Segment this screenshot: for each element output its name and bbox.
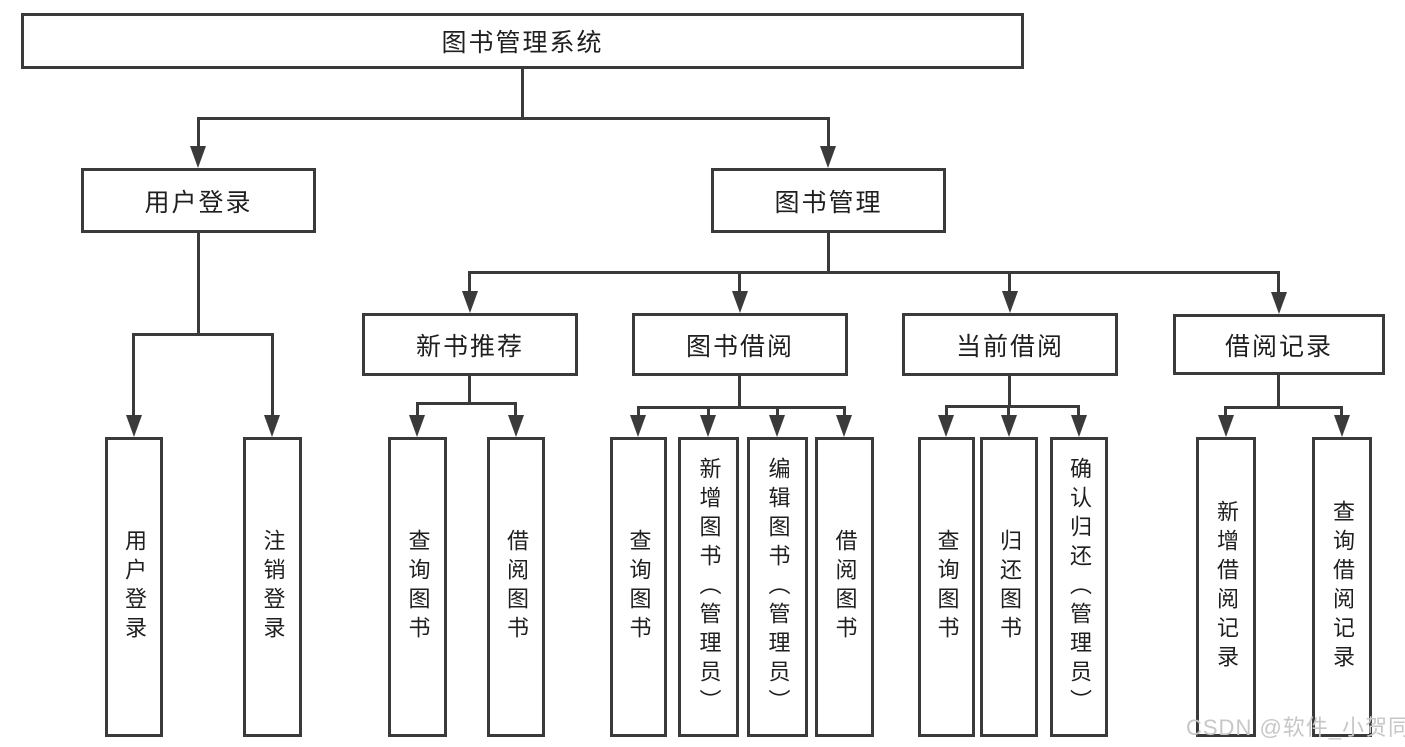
- connector-vline: [514, 402, 517, 417]
- arrowhead-down-icon: [1002, 291, 1018, 313]
- connector-vline: [843, 406, 846, 417]
- connector-vline: [1008, 376, 1011, 407]
- watermark: CSDN @软件_小贺同学: [1186, 715, 1405, 740]
- arrowhead-down-icon: [126, 415, 142, 437]
- leaf-recommend-borrow-books: 借阅图书: [487, 437, 545, 737]
- arrowhead-down-icon: [462, 291, 478, 313]
- connector-hline: [197, 117, 830, 120]
- node-book-borrowing: 图书借阅: [632, 313, 848, 376]
- connector-vline: [827, 233, 830, 273]
- leaf-recommend-query-books: 查询图书: [388, 437, 447, 737]
- arrowhead-down-icon: [1218, 415, 1234, 437]
- arrowhead-down-icon: [1001, 415, 1017, 437]
- leaf-user-login: 用户登录: [105, 437, 163, 737]
- connector-vline: [468, 376, 471, 404]
- arrowhead-down-icon: [820, 146, 836, 168]
- arrowhead-down-icon: [630, 415, 646, 437]
- leaf-current-query-books: 查询图书: [918, 437, 975, 737]
- leaf-current-return-books: 归还图书: [980, 437, 1038, 737]
- leaf-records-add-record: 新增借阅记录: [1196, 437, 1256, 737]
- connector-vline: [416, 402, 419, 417]
- arrowhead-down-icon: [264, 415, 280, 437]
- connector-vline: [1077, 405, 1080, 417]
- connector-vline: [1277, 375, 1280, 408]
- node-book-management: 图书管理: [711, 168, 946, 233]
- connector-hline: [132, 333, 274, 336]
- connector-vline: [271, 333, 274, 415]
- leaf-records-query-record: 查询借阅记录: [1312, 437, 1372, 737]
- arrowhead-down-icon: [190, 146, 206, 168]
- connector-vline: [738, 376, 741, 408]
- connector-vline: [132, 333, 135, 415]
- arrowhead-down-icon: [1271, 292, 1287, 314]
- connector-vline: [776, 406, 779, 417]
- connector-hline: [468, 271, 1280, 274]
- connector-vline: [1007, 405, 1010, 417]
- arrowhead-down-icon: [700, 415, 716, 437]
- arrowhead-down-icon: [732, 291, 748, 313]
- arrowhead-down-icon: [1334, 415, 1350, 437]
- leaf-borrowing-borrow-books: 借阅图书: [815, 437, 874, 737]
- connector-vline: [1340, 406, 1343, 417]
- leaf-borrowing-edit-books-admin: 编辑图书（管理员）: [747, 437, 808, 737]
- connector-vline: [945, 405, 948, 417]
- node-library-system: 图书管理系统: [21, 13, 1024, 69]
- node-user-login: 用户登录: [81, 168, 316, 233]
- connector-hline: [1224, 406, 1343, 409]
- connector-vline: [197, 117, 200, 149]
- connector-hline: [637, 406, 846, 409]
- node-current-borrowing: 当前借阅: [902, 313, 1118, 376]
- arrowhead-down-icon: [938, 415, 954, 437]
- node-borrowing-records: 借阅记录: [1173, 314, 1385, 375]
- arrowhead-down-icon: [769, 415, 785, 437]
- arrowhead-down-icon: [508, 415, 524, 437]
- connector-vline: [637, 406, 640, 417]
- connector-vline: [468, 271, 471, 293]
- node-new-book-recommendation: 新书推荐: [362, 313, 578, 376]
- connector-vline: [197, 233, 200, 336]
- connector-vline: [827, 117, 830, 149]
- connector-hline: [945, 405, 1080, 408]
- arrowhead-down-icon: [836, 415, 852, 437]
- arrowhead-down-icon: [1071, 415, 1087, 437]
- connector-hline: [416, 402, 517, 405]
- connector-vline: [707, 406, 710, 417]
- connector-vline: [521, 69, 524, 119]
- leaf-logout-login: 注销登录: [243, 437, 302, 737]
- connector-vline: [1224, 406, 1227, 417]
- connector-vline: [1277, 271, 1280, 293]
- arrowhead-down-icon: [409, 415, 425, 437]
- connector-vline: [738, 271, 741, 293]
- leaf-borrowing-query-books: 查询图书: [610, 437, 667, 737]
- leaf-borrowing-add-books-admin: 新增图书（管理员）: [678, 437, 739, 737]
- connector-vline: [1008, 271, 1011, 293]
- leaf-current-confirm-return-admin: 确认归还（管理员）: [1050, 437, 1108, 737]
